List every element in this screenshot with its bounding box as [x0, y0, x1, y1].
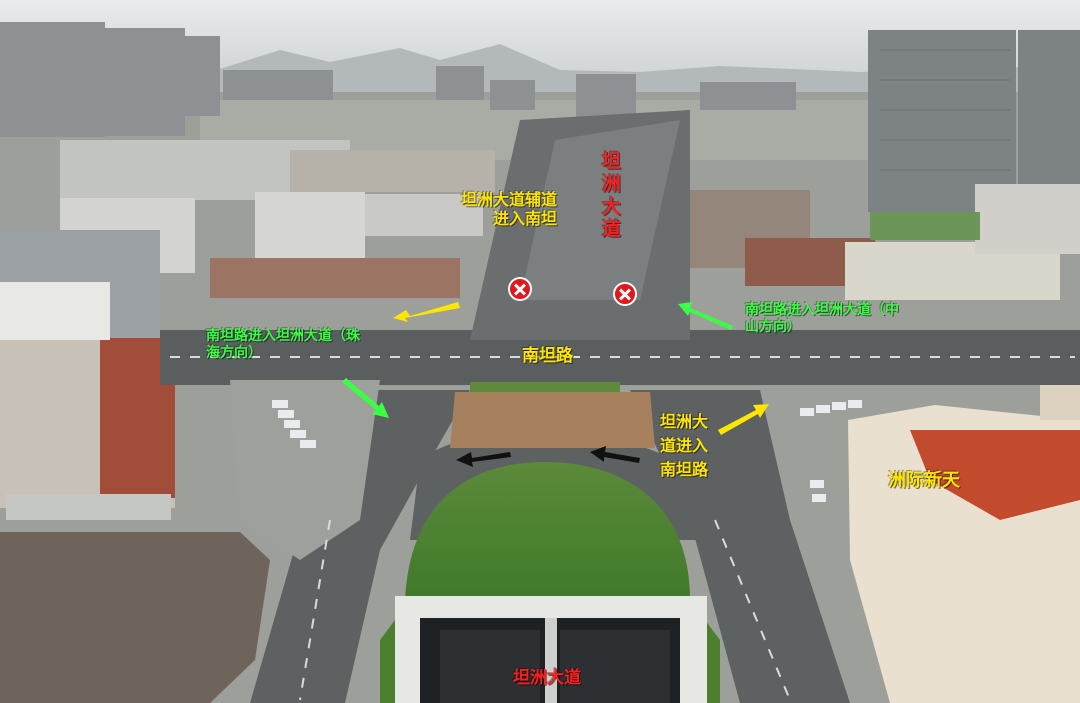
label-tanzhou-avenue-tunnel: 坦洲大道: [513, 668, 581, 688]
label-jiji-xintian: 洲际新天: [888, 470, 960, 491]
green-arrow-down-left: [342, 378, 389, 418]
label-side-road-to-nantan: 坦洲大道辅道进入南坦: [460, 190, 557, 229]
no-entry-sign: [613, 282, 637, 306]
black-arrow-left: [456, 452, 511, 467]
yellow-arrow-up-right: [718, 404, 769, 435]
label-nantan-to-tanzhou-zhongshan: 南坦路进入坦洲大道（中山方向）: [745, 302, 899, 335]
label-tanzhou-into-nantan: 坦洲大道进入南坦路: [660, 412, 709, 479]
label-tanzhou-avenue-top: 坦洲大道: [601, 150, 621, 241]
no-entry-sign: [508, 277, 532, 301]
label-nantan-to-tanzhou-zhuhai: 南坦路进入坦洲大道（珠海方向）: [206, 328, 360, 361]
green-arrow-left-right: [678, 302, 733, 330]
label-nantan-road: 南坦路: [522, 346, 573, 366]
black-arrow-right: [590, 446, 640, 463]
yellow-arrow-left-up: [393, 302, 460, 322]
